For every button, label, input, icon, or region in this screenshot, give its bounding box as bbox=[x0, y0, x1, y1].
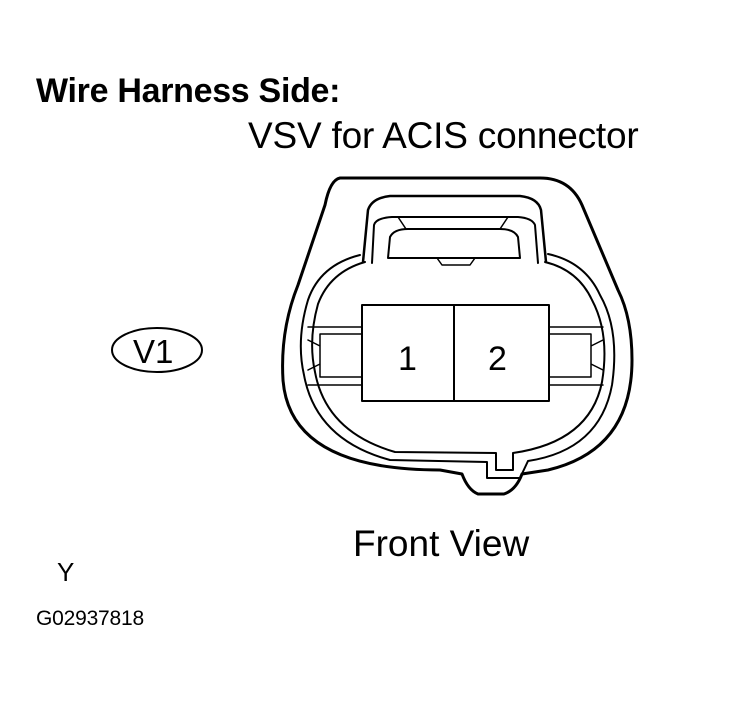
connector-inner-ring bbox=[299, 253, 616, 479]
color-code: Y bbox=[57, 557, 75, 587]
connector-name: VSV for ACIS connector bbox=[248, 115, 639, 156]
pin-1-label: 1 bbox=[398, 340, 417, 378]
connector-callout-label: V1 bbox=[133, 333, 173, 370]
connector-housing-outline bbox=[281, 176, 634, 496]
pin-2-label: 2 bbox=[488, 340, 507, 378]
pin-cavity-2 bbox=[453, 304, 550, 402]
latch bbox=[361, 194, 548, 264]
right-guide bbox=[548, 326, 604, 386]
callout-ellipse bbox=[111, 327, 203, 373]
figure-id: G02937818 bbox=[36, 607, 144, 630]
view-label: Front View bbox=[353, 523, 530, 564]
page-title: Wire Harness Side: bbox=[36, 72, 341, 110]
